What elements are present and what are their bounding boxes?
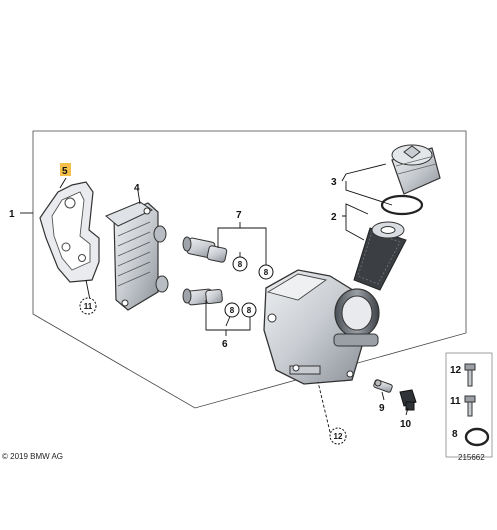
gasket-part [39,181,100,283]
callout-3: 3 [331,177,337,188]
callout-12-circle: 12 [329,427,347,445]
callout-6: 6 [222,339,228,350]
diagram-number: 215662 [458,453,485,462]
svg-text:8: 8 [238,260,243,269]
callout-11-circle: 11 [79,297,97,315]
copyright-text: © 2019 BMW AG [2,452,63,461]
callout-1: 1 [9,209,15,220]
lower-connector-pipe [182,288,223,306]
bolt-short-icon [464,395,476,417]
legend-callout-8: 8 [452,429,458,440]
callout-5-highlight [60,163,71,176]
callout-5: 5 [62,166,68,177]
filter-cover-part [391,144,441,195]
legend-callout-11: 11 [450,396,461,407]
sensor-connector-part [399,389,417,411]
callout-8-upper-a: 8 [232,256,248,272]
cover-o-ring [380,194,424,216]
legend-callout-12: 12 [450,365,462,376]
oil-cooler-part [105,201,169,311]
svg-text:11: 11 [84,302,93,311]
callout-2: 2 [331,212,337,223]
o-ring-icon [464,427,490,447]
bolt-icon [464,363,476,387]
filter-element-part [353,221,407,291]
callout-4: 4 [134,183,140,194]
callout-8-upper-b: 8 [258,264,274,280]
callout-8-lower-b: 8 [241,302,257,318]
callout-10: 10 [400,419,412,430]
svg-text:12: 12 [334,432,343,441]
upper-connector-pipe [182,236,228,263]
leader-lines [20,163,409,433]
callout-8-lower-a: 8 [224,302,240,318]
svg-text:8: 8 [264,268,269,277]
oil-filter-housing-part [263,269,380,385]
svg-text:8: 8 [247,306,252,315]
callout-9: 9 [379,403,385,414]
svg-text:8: 8 [230,306,235,315]
callout-7: 7 [236,210,242,221]
oil-sensor-part [373,379,393,393]
